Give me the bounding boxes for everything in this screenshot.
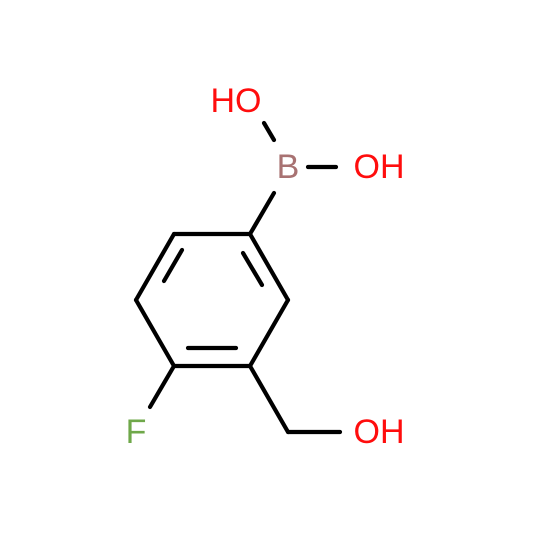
c-ch2-bond: [247, 363, 291, 435]
atom-label-fluorine: F: [126, 413, 147, 451]
ring-bond: [247, 297, 291, 369]
atom-label-oh-right: OH: [354, 148, 405, 186]
ring-bond: [247, 231, 291, 303]
ring-double-bond: [240, 250, 265, 288]
atom-label-ho-top: HO: [211, 82, 262, 120]
b-oh-top-bond: [261, 120, 277, 143]
atom-label-oh-bottom: OH: [354, 413, 405, 451]
c-f-bond: [147, 363, 177, 410]
ring-bond: [133, 231, 177, 303]
c-b-bond: [247, 190, 277, 237]
ring-bond: [133, 297, 177, 369]
atom-label-boron: B: [277, 148, 300, 186]
ring-double-bond: [161, 247, 185, 284]
